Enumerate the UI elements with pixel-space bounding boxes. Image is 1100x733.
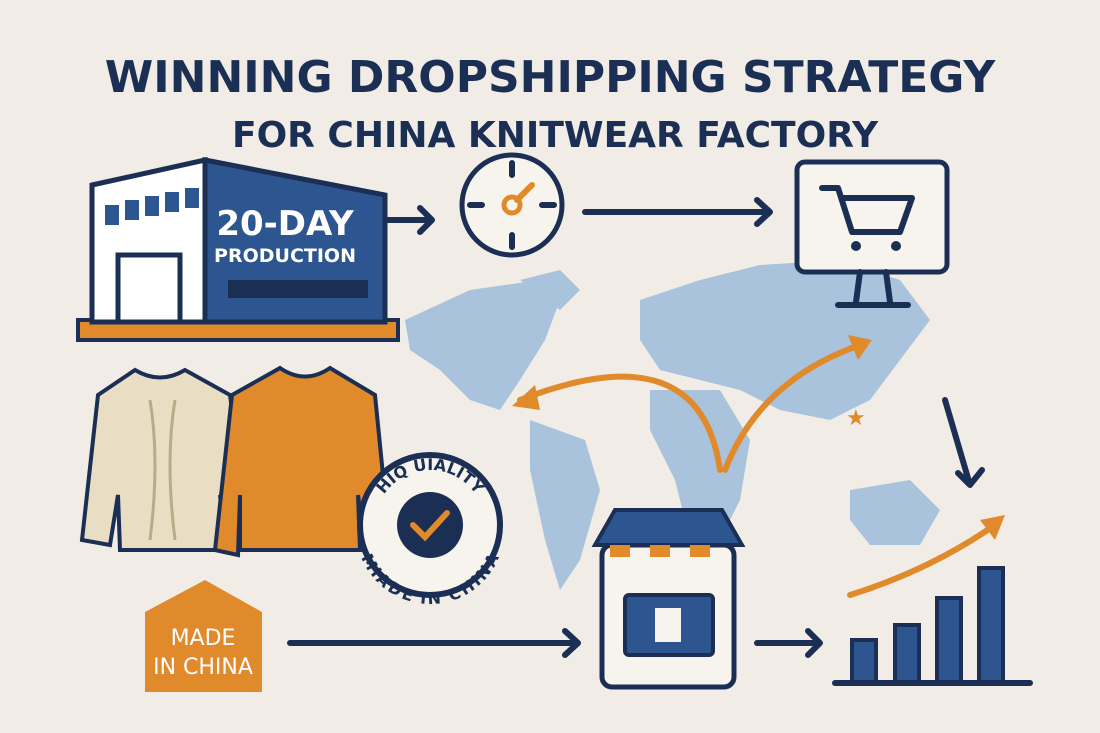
star-icon: ★	[846, 406, 866, 431]
shopping-cart-monitor-icon	[794, 159, 950, 308]
growth-chart-icon	[832, 515, 1033, 686]
quality-seal: HIQ UIALITY MIADE IN CHINA	[357, 452, 503, 608]
arrow-right-icon	[385, 205, 435, 235]
orange-sweater-icon	[212, 365, 393, 558]
factory-label-days: 20-DAY	[216, 204, 354, 244]
checkmark-icon	[410, 510, 450, 542]
arrow-right-icon	[754, 628, 823, 658]
arrow-right-icon	[287, 628, 581, 658]
tag-line-2: IN CHINA	[153, 655, 253, 680]
tag-line-1: MADE	[171, 626, 236, 651]
title-line-2: FOR CHINA KNITWEAR FACTORY	[232, 115, 879, 156]
cream-sweater-icon	[79, 367, 253, 552]
clock-icon	[459, 152, 565, 258]
shipping-arrows: ★	[512, 335, 872, 473]
storefront-icon	[591, 508, 746, 690]
made-in-china-tag: MADE IN CHINA	[145, 580, 262, 692]
factory-icon: 20-DAY PRODUCTION	[76, 156, 400, 342]
arrow-right-icon	[582, 197, 773, 227]
factory-label-production: PRODUCTION	[214, 245, 356, 267]
arrow-down-icon	[942, 397, 985, 488]
title-line-1: WINNING DROPSHIPPING STRATEGY	[105, 52, 997, 103]
